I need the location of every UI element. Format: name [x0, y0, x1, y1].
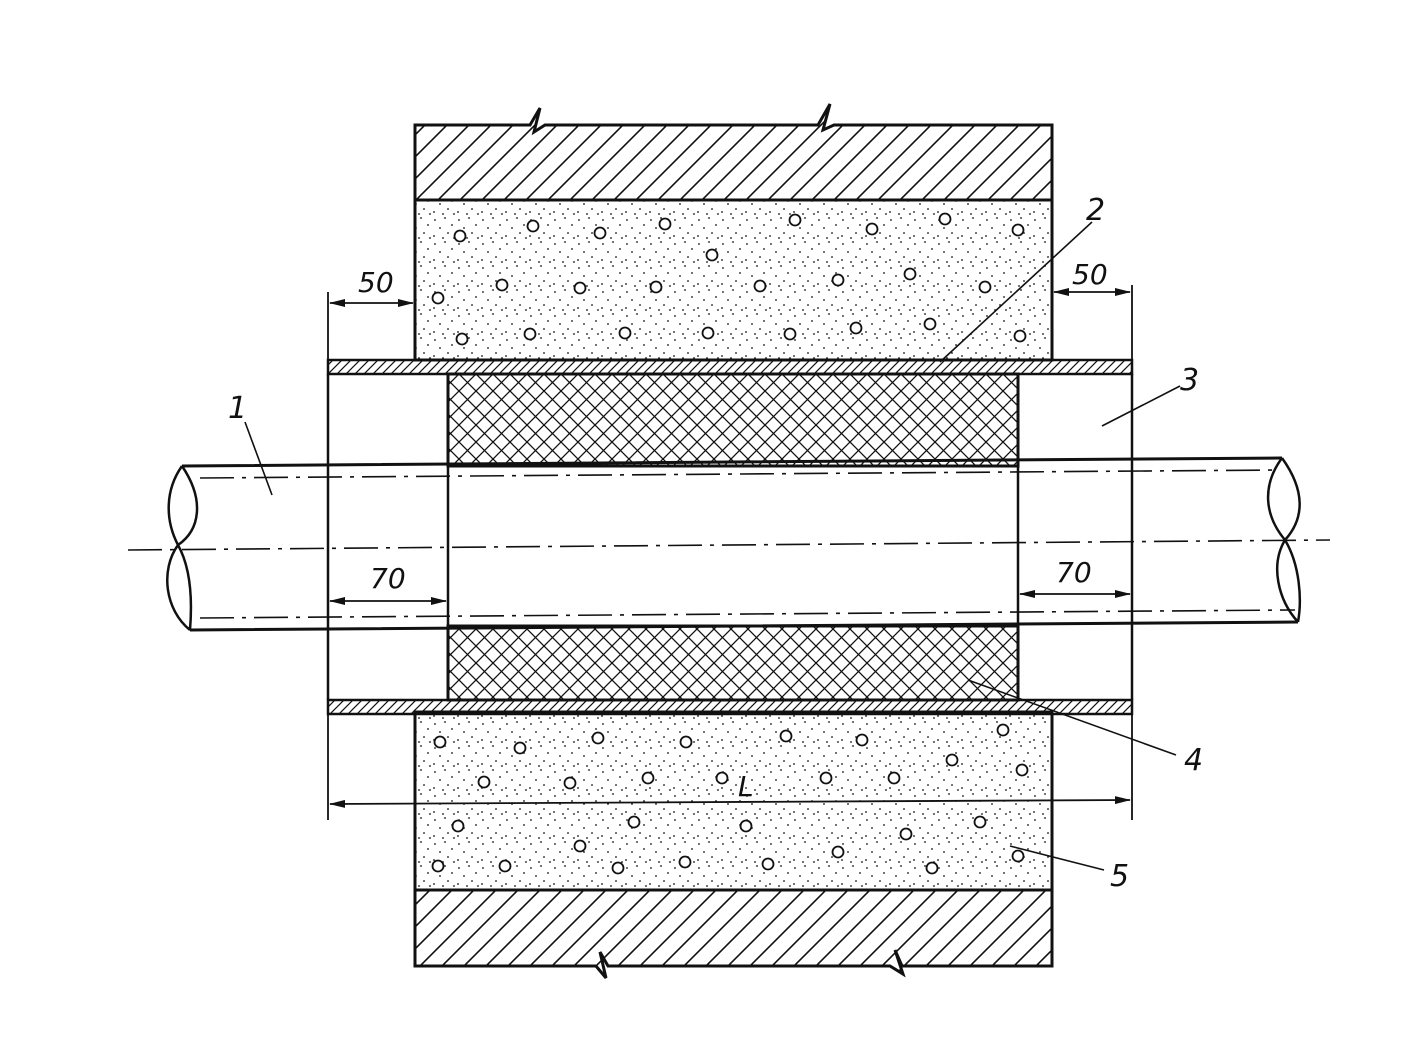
sleeve-wall-top: [326, 358, 1134, 376]
gravel-pebble: [573, 839, 587, 853]
gravel-pebble: [899, 827, 913, 841]
gravel-pebble: [855, 733, 869, 747]
gravel-pebble: [1011, 849, 1025, 863]
gravel-pebble: [641, 771, 655, 785]
gravel-pebble: [779, 729, 793, 743]
gravel-pebble: [705, 248, 719, 262]
gravel-pebble: [925, 861, 939, 875]
callout-3-sleeve: 3: [1180, 363, 1199, 398]
gravel-pebble: [715, 771, 729, 785]
gravel-pebble: [513, 741, 527, 755]
callout-5-sand-fill: 5: [1110, 859, 1129, 894]
packing-seal-top: [446, 372, 1020, 468]
dimensions: [327, 285, 1133, 820]
gravel-pebble: [591, 731, 605, 745]
gravel-pebble: [658, 217, 672, 231]
sleeve-wall-bottom: [326, 698, 1134, 716]
gravel-pebble: [819, 771, 833, 785]
gravel-pebble: [451, 819, 465, 833]
gravel-pebble: [739, 819, 753, 833]
gravel-pebble: [455, 332, 469, 346]
gravel-pebble: [453, 229, 467, 243]
leader-3: [1101, 385, 1181, 427]
gravel-pebble: [923, 317, 937, 331]
gravel-pebble: [433, 735, 447, 749]
gravel-pebble: [526, 219, 540, 233]
gravel-pebble: [563, 776, 577, 790]
gravel-pebble: [903, 267, 917, 281]
gravel-pebble: [1015, 763, 1029, 777]
wall-masonry-top: [413, 103, 1054, 202]
leader-2: [939, 221, 1093, 363]
gravel-pebble: [831, 273, 845, 287]
gravel-pebble: [523, 327, 537, 341]
gravel-pebble: [831, 845, 845, 859]
gravel-pebble: [701, 326, 715, 340]
gravel-pebble: [431, 859, 445, 873]
gravel-pebble: [865, 222, 879, 236]
gravel-pebble: [978, 280, 992, 294]
wall-masonry-bottom: [413, 888, 1054, 979]
dim-clearance-left-text: 50: [358, 266, 394, 299]
pipe-outline: [181, 456, 1299, 632]
callout-2-sleeve-wall: 2: [1086, 193, 1105, 228]
pipe: [127, 456, 1331, 632]
leader-4: [967, 679, 1177, 756]
gravel-pebble: [573, 281, 587, 295]
gravel-pebble: [431, 291, 445, 305]
gravel-pebble: [649, 280, 663, 294]
packing-seal: [446, 372, 1020, 702]
gravel-pebble: [1013, 329, 1027, 343]
gravel-pebble: [996, 723, 1010, 737]
gravel-pebble: [611, 861, 625, 875]
callout-4-packing: 4: [1184, 743, 1203, 778]
leader-lines: [244, 221, 1181, 871]
gravel-pebble: [938, 212, 952, 226]
packing-seal-bottom: [446, 624, 1020, 702]
gravel-pebble: [1011, 223, 1025, 237]
gravel-pebble: [678, 855, 692, 869]
sand-fill-top: [413, 198, 1054, 362]
gravel-pebble: [495, 278, 509, 292]
leader-5: [1009, 845, 1105, 871]
dim-insert-right-text: 70: [1056, 556, 1092, 589]
gravel-pebble: [761, 857, 775, 871]
gravel-pebble: [477, 775, 491, 789]
gravel-pebble: [783, 327, 797, 341]
gravel-pebble: [753, 279, 767, 293]
gravel-pebble: [498, 859, 512, 873]
gravel-pebble: [593, 226, 607, 240]
gravel-pebble: [618, 326, 632, 340]
leader-1: [244, 421, 273, 496]
gravel-pebble: [973, 815, 987, 829]
pipe-break-left: [166, 465, 199, 631]
dim-line-sleeve-length: [329, 796, 1131, 808]
dim-sleeve-length-text: L: [738, 770, 754, 803]
gravel-pebble: [788, 213, 802, 227]
sleeve: [326, 358, 1134, 716]
callout-1-pipe: 1: [228, 391, 247, 426]
gravel-pebble: [627, 815, 641, 829]
dim-clearance-right-text: 50: [1072, 258, 1108, 291]
center-lines: [127, 469, 1331, 619]
dim-insert-left-text: 70: [370, 562, 406, 595]
gravel-pebble: [679, 735, 693, 749]
gravel-pebble: [887, 771, 901, 785]
gravel-pebble: [945, 753, 959, 767]
gravel-pebble: [849, 321, 863, 335]
